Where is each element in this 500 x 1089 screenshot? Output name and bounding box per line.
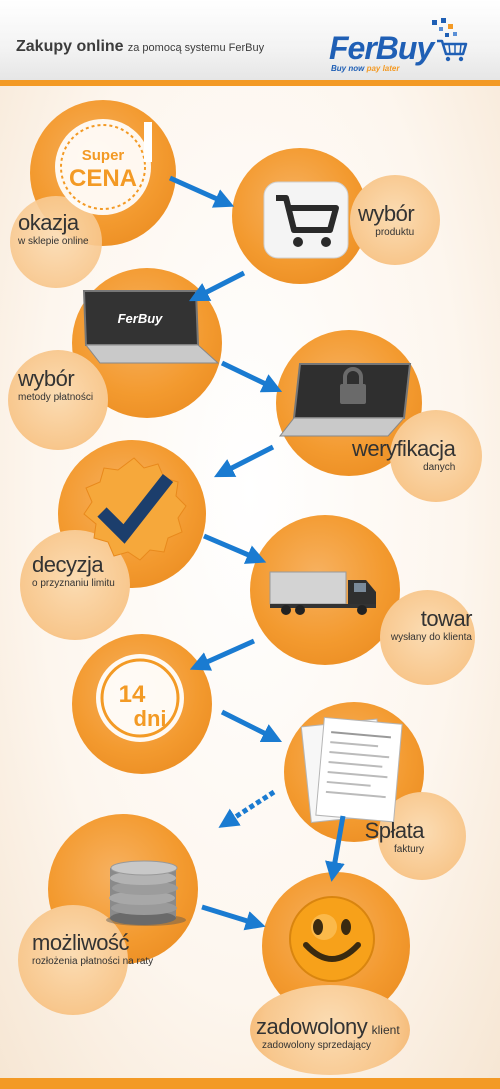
- checkmark-icon: [83, 457, 187, 561]
- step-circle-10-small: [250, 985, 410, 1075]
- step-label-5: decyzja o przyznaniu limitu: [32, 552, 115, 589]
- step-label-3: wybór metody płatności: [18, 366, 94, 403]
- title-rest: za pomocą systemu FerBuy: [127, 42, 265, 54]
- header-divider: [0, 80, 500, 86]
- step-label-7: Spłata faktury: [364, 818, 425, 855]
- footer-divider: [0, 1078, 500, 1089]
- laptop-icon: FerBuy: [82, 290, 220, 364]
- step-label-6: towar wysłany do klienta: [390, 606, 473, 643]
- step-circle-6-small: [380, 590, 475, 685]
- step-label-9: zadowolony klient zadowolony sprzedający: [256, 1014, 400, 1051]
- svg-text:Super: Super: [82, 147, 125, 164]
- svg-text:FerBuy: FerBuy: [118, 311, 164, 326]
- logo-dots-icon: [432, 18, 457, 37]
- step-circle-4-small: [390, 410, 482, 502]
- step-label-4: weryfikacja danych: [352, 436, 456, 473]
- step-label-1: okazja w sklepie online: [18, 210, 89, 247]
- header: Zakupy online za pomocą systemu FerBuy F…: [0, 0, 500, 80]
- step-circle-3-small: [8, 350, 108, 450]
- svg-text:dni: dni: [134, 706, 167, 731]
- fourteen-days-icon: 14 dni: [96, 654, 184, 742]
- page-title: Zakupy online za pomocą systemu FerBuy: [16, 38, 264, 56]
- ferbuy-logo: FerBuy: [329, 30, 434, 66]
- step-circle-2-small: [350, 175, 440, 265]
- delivery-truck-icon: [269, 571, 376, 615]
- smiley-face-icon: [289, 896, 375, 982]
- logo-cart-icon: [437, 39, 468, 62]
- invoice-documents-icon: [300, 716, 403, 823]
- step-label-2: wybór produktu: [358, 201, 415, 238]
- lock-laptop-icon: [278, 363, 412, 437]
- step-label-8: możliwość rozłożenia płatności na raty: [32, 930, 154, 967]
- title-bold: Zakupy online: [16, 38, 124, 55]
- svg-text:CENA: CENA: [69, 165, 137, 192]
- coin-stack-icon: [106, 860, 186, 926]
- svg-text:14: 14: [119, 681, 146, 708]
- step-circle-9-small: [18, 905, 128, 1015]
- price-tag-icon: Super CENA: [55, 119, 152, 215]
- shopping-cart-icon: [263, 181, 349, 259]
- logo-tagline: Buy now pay later: [331, 64, 400, 73]
